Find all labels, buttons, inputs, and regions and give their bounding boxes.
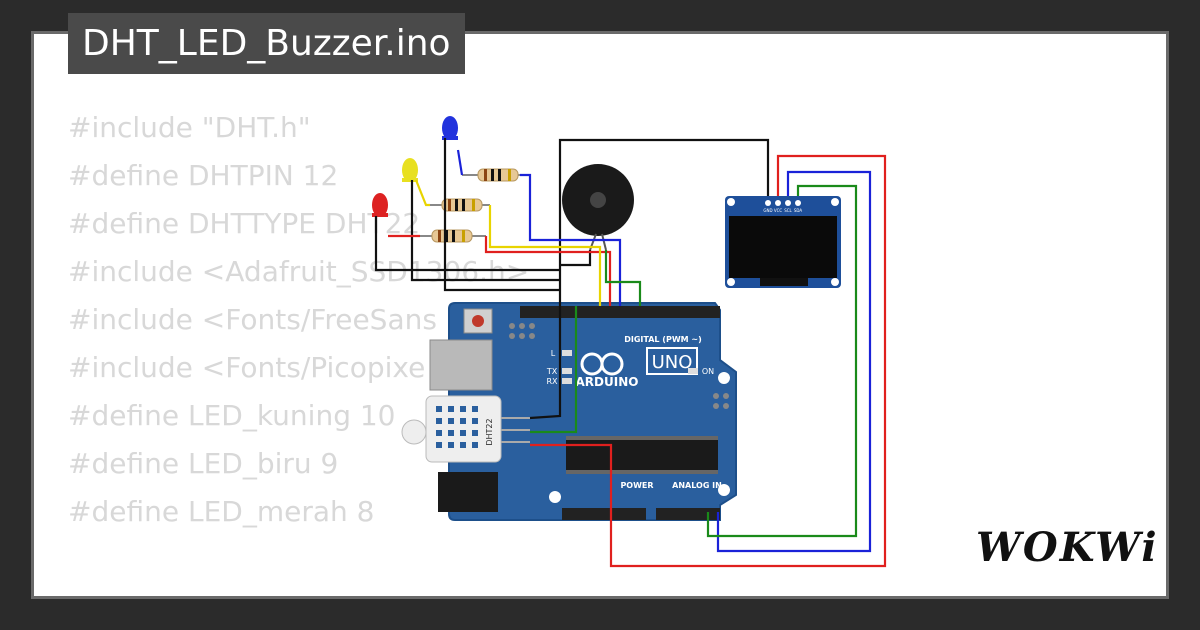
on-label: ON — [702, 367, 714, 376]
code-line: #include <Fonts/FreeSans — [68, 303, 437, 336]
dht22-sensor[interactable]: DHT22 — [401, 395, 530, 463]
wire-blue-led — [456, 149, 464, 176]
buzzer[interactable] — [562, 164, 634, 251]
wire-sda — [706, 184, 858, 538]
circuit-diagram: UNO ARDUINO DIGITAL (PWM ~) POWER ANALOG… — [372, 116, 887, 568]
oled-pin-vcc: VCC — [774, 208, 783, 213]
led-red[interactable] — [372, 193, 388, 217]
usb-port — [429, 339, 493, 391]
wire-gnd-yellow-led — [410, 180, 560, 282]
code-line: #include "DHT.h" — [68, 111, 311, 144]
code-preview: #include "DHT.h" #define DHTPIN 12 #defi… — [68, 104, 529, 596]
board-model-label: UNO — [652, 352, 693, 373]
wire-gnd-red-led — [374, 216, 560, 272]
analog-header — [656, 508, 720, 520]
wire-pin9 — [520, 173, 622, 306]
digital-header — [520, 306, 720, 318]
wire-gnd-oled — [558, 138, 770, 306]
project-title: DHT_LED_Buzzer.ino — [68, 13, 465, 74]
wire-pin8 — [484, 236, 612, 306]
wire-yellow-led — [414, 179, 430, 207]
wire-dht-data — [530, 306, 578, 434]
wire-gnd-blue-led — [443, 138, 560, 292]
wire-vcc — [530, 154, 887, 568]
code-line: #define LED_merah 8 — [68, 495, 375, 528]
resistor-red[interactable] — [420, 229, 486, 243]
dht22-label: DHT22 — [485, 418, 494, 445]
code-line: #define LED_kuning 10 — [68, 399, 396, 432]
resistor-blue[interactable] — [462, 168, 520, 182]
rx-label: RX — [546, 377, 558, 386]
power-jack — [438, 472, 498, 512]
oled-pin-gnd: GND — [763, 208, 772, 213]
oled-pin-scl: SCL — [784, 208, 792, 213]
code-line: DHT dht(DHTPIN, DHTTYPE); — [68, 584, 529, 596]
code-line: #define LED_biru 9 — [68, 447, 339, 480]
wire-buzzer-signal — [604, 250, 642, 306]
power-label: POWER — [620, 481, 653, 490]
analog-label: ANALOG IN — [672, 481, 722, 490]
digital-pins-label: DIGITAL (PWM ~) — [624, 335, 702, 344]
code-line: #include <Adafruit_SSD1306.h> — [68, 255, 530, 288]
led-blue[interactable] — [442, 116, 458, 140]
board-brand-label: ARDUINO — [576, 375, 639, 389]
wire-pin10 — [488, 205, 602, 306]
tx-label: TX — [546, 367, 558, 376]
code-line: #define DHTPIN 12 — [68, 159, 339, 192]
wires — [374, 138, 887, 568]
wire-gnd-buzzer — [560, 250, 592, 267]
arduino-uno-board[interactable]: UNO ARDUINO DIGITAL (PWM ~) POWER ANALOG… — [429, 302, 737, 521]
code-line: #include <Fonts/Picopixe — [68, 351, 426, 384]
led-yellow[interactable] — [402, 158, 418, 182]
oled-display[interactable]: GND VCC SCL SDA — [725, 196, 841, 288]
wire-gnd-dht — [529, 306, 562, 420]
preview-frame: #include "DHT.h" #define DHTPIN 12 #defi… — [31, 31, 1169, 599]
wire-scl — [716, 170, 872, 553]
wokwi-logo: WOKWi — [976, 524, 1159, 571]
code-line: #define DHTTYPE DHT22 — [68, 207, 421, 240]
power-header — [562, 508, 646, 520]
led-l-label: L — [551, 349, 556, 358]
oled-pin-sda: SDA — [794, 208, 803, 213]
reset-button[interactable] — [472, 315, 484, 327]
resistor-yellow[interactable] — [430, 198, 490, 212]
atmega-chip — [566, 438, 718, 472]
